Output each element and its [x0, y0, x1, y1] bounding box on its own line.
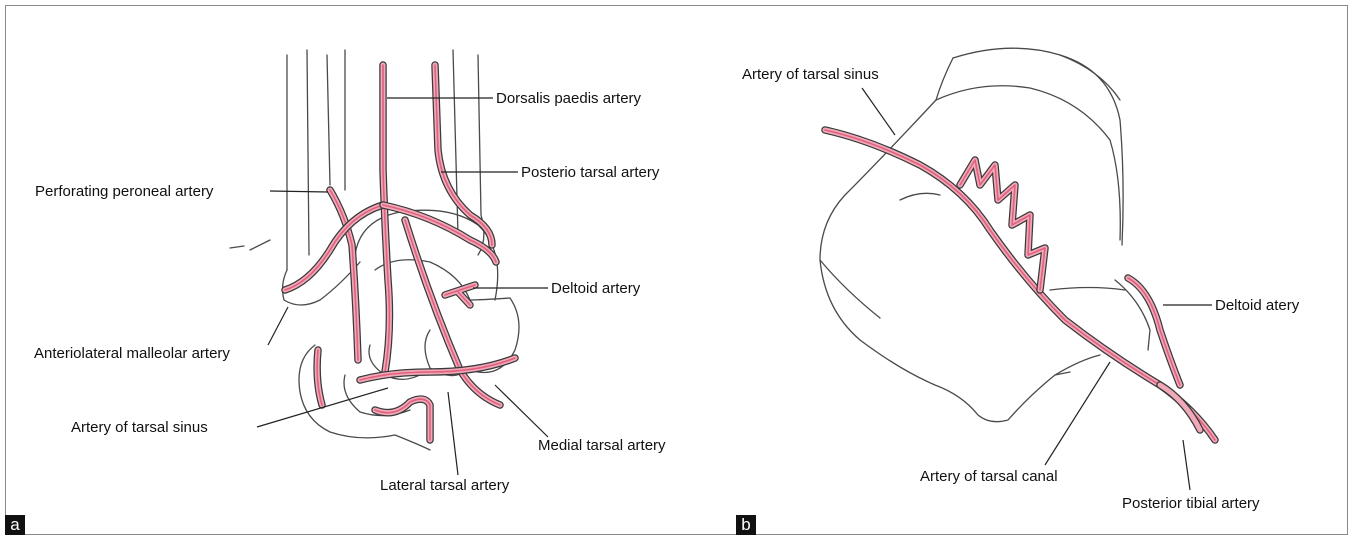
- deltoid-vessel: [445, 285, 475, 305]
- panel-tag-a: a: [5, 515, 25, 535]
- calcaneal-vessel: [317, 350, 322, 405]
- anteriolateral-malleolar-vessel: [285, 205, 383, 290]
- panel-a-arteries: [285, 65, 515, 440]
- tarsal-canal-vessel: [825, 130, 1215, 440]
- label-dorsalis-paedis-artery: Dorsalis paedis artery: [496, 90, 641, 108]
- label-deltoid-atery: Deltoid atery: [1215, 297, 1299, 315]
- label-perforating-peroneal-artery: Perforating peroneal artery: [35, 183, 213, 201]
- sinus-branches: [960, 160, 1045, 290]
- label-posterior-tibial-artery: Posterior tibial artery: [1122, 495, 1260, 513]
- dorsalis-paedis-vessel: [383, 65, 389, 372]
- label-artery-of-tarsal-canal: Artery of tarsal canal: [920, 468, 1058, 486]
- panel-b-bones: [820, 48, 1150, 421]
- panel-tag-b: b: [736, 515, 756, 535]
- label-medial-tarsal-artery: Medial tarsal artery: [538, 437, 666, 455]
- label-artery-of-tarsal-sinus-a: Artery of tarsal sinus: [71, 419, 208, 437]
- posterior-tibial-vessel: [1160, 385, 1200, 430]
- label-artery-of-tarsal-sinus-b: Artery of tarsal sinus: [742, 66, 879, 84]
- perforating-peroneal-vessel: [330, 190, 358, 360]
- label-deltoid-artery: Deltoid artery: [551, 280, 640, 298]
- posterio-tarsal-vessel: [435, 65, 492, 245]
- label-posterio-tarsal-artery: Posterio tarsal artery: [521, 164, 659, 182]
- label-lateral-tarsal-artery: Lateral tarsal artery: [380, 477, 509, 495]
- label-anteriolateral-malleolar-artery: Anteriolateral malleolar artery: [34, 345, 230, 363]
- panel-b-arteries: [825, 130, 1215, 440]
- tarsal-sinus-vessel: [375, 399, 430, 440]
